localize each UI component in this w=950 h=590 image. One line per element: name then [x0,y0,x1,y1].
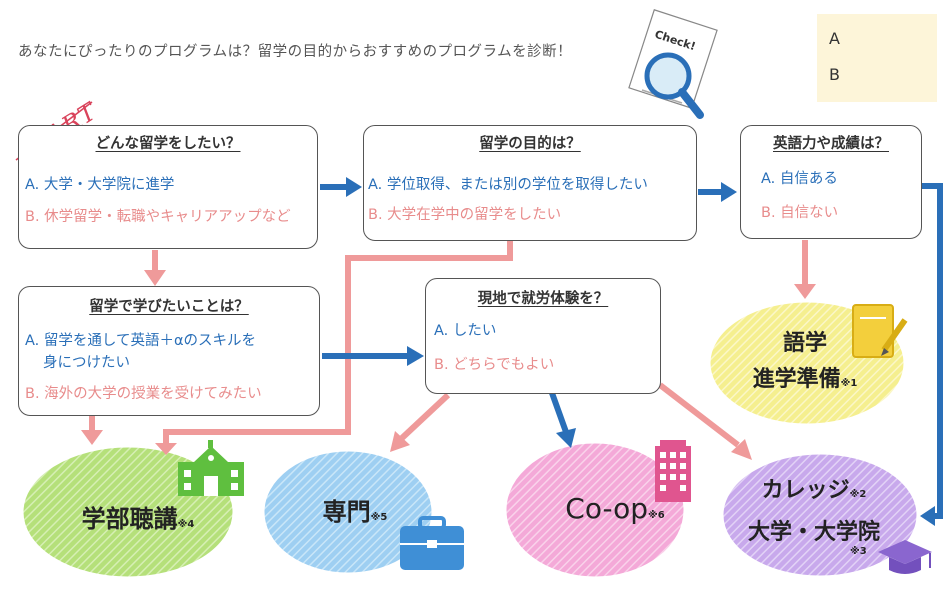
option-b: B. 海外の大学の授業を受けてみたい [25,386,262,402]
option-b: B. 大学在学中の留学をしたい [368,207,562,223]
pink-arrows [89,240,808,448]
briefcase-icon [400,516,464,570]
result-college-note2: ※3 [850,546,867,557]
question-box-work: 現地で就労体験を？ A. したい B. どちらでもよい [425,278,661,394]
result-coop: Co-op※6 [565,492,665,525]
option-b: B. 自信ない [761,205,839,221]
option-a-line1: A. 留学を通して英語＋αのスキルを [25,333,257,349]
result-coop-note: ※6 [648,510,665,521]
page-title: あなたにぴったりのプログラムは？留学の目的からおすすめのプログラムを診断！ [18,44,573,60]
question-box-english: 英語力や成績は？ A. 自信ある B. 自信ない [740,125,922,239]
question-title: 留学で学びたいことは？ [89,299,249,315]
blue-arrows [320,183,943,519]
option-a: A. 学位取得、または別の学位を取得したい [368,177,648,193]
result-college-line1: カレッジ※2 [761,478,867,503]
book-pencil-icon [852,304,908,358]
result-gakubu-note: ※4 [177,519,195,530]
legend-b-label: B [829,65,840,84]
option-b: B. どちらでもよい [434,357,555,373]
option-a: A. したい [434,323,497,339]
result-senmon-note: ※5 [370,512,388,523]
result-college: カレッジ※2 大学・大学院 [724,472,904,552]
result-coop-shape [503,440,687,580]
legend: A B [817,14,937,102]
result-gakubu: 学部聴講※4 [81,505,195,533]
result-senmon-shape [261,448,435,576]
school-building-icon [178,440,244,496]
option-a: A. 自信ある [761,171,838,187]
result-college-shape [720,451,920,579]
blue-arrowheads [346,177,935,526]
question-title: どんな留学をしたい？ [95,136,241,152]
legend-a-label: A [829,29,840,48]
result-gogaku: 語学 進学準備※1 [740,326,870,402]
check-magnifier-icon [628,9,718,119]
option-a: A. 大学・大学院に進学 [25,177,175,193]
option-a-line2: 身につけたい [43,355,130,371]
office-building-icon [655,440,691,502]
result-gogaku-line2: 進学準備※1 [752,367,858,392]
pink-arrowheads [81,270,816,460]
question-box-purpose-type: どんな留学をしたい？ A. 大学・大学院に進学 B. 休学留学・転職やキャリアア… [18,125,318,249]
graduation-cap-icon [878,540,932,574]
result-college-note1: ※2 [849,489,867,500]
question-box-goal: 留学の目的は？ A. 学位取得、または別の学位を取得したい B. 大学在学中の留… [363,125,697,241]
result-college-line2: 大学・大学院 [747,520,880,545]
result-gogaku-line1: 語学 [782,331,827,356]
question-box-study-content: 留学で学びたいことは？ A. 留学を通して英語＋αのスキルを 身につけたい B.… [18,286,320,416]
question-title: 留学の目的は？ [479,136,581,152]
result-gogaku-note: ※1 [840,378,858,389]
result-senmon: 専門※5 [322,498,388,526]
option-b: B. 休学留学・転職やキャリアアップなど [25,209,291,225]
question-title: 現地で就労体験を？ [477,291,609,307]
question-title: 英語力や成績は？ [773,136,889,152]
